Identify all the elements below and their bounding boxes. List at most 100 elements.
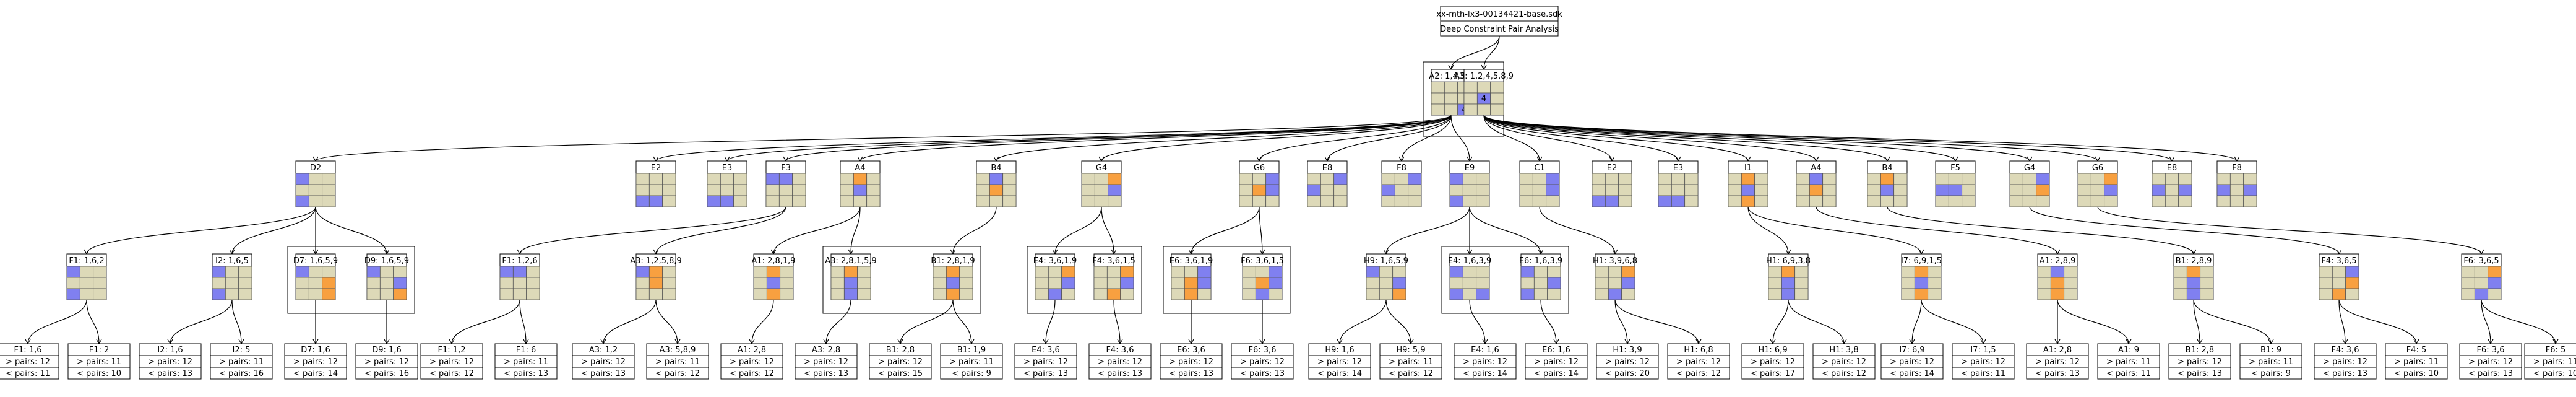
leaf-node: D7: 1,6> pairs: 12< pairs: 14	[284, 343, 347, 380]
grid-cell	[1893, 195, 1908, 207]
grid-cell	[1754, 184, 1768, 196]
grid-cell	[1269, 288, 1283, 300]
grid-cell	[93, 266, 107, 278]
tree-edge	[1101, 115, 1452, 162]
node-label: D9: 1,6,5,9	[364, 256, 409, 266]
grid-cell	[946, 277, 960, 289]
node-label: C1	[1534, 164, 1544, 173]
grid-cell	[2186, 266, 2201, 278]
grid-cell	[843, 277, 858, 289]
grid-cell	[2165, 173, 2179, 185]
leaf-pairs-less: < pairs: 13	[2323, 369, 2367, 378]
grid-cell	[765, 173, 780, 185]
leaf-label: B1: 9	[2260, 346, 2281, 355]
grid-cell	[959, 266, 973, 278]
leaf-pairs-greater: > pairs: 12	[1098, 357, 1142, 367]
leaf-pairs-less: < pairs: 13	[804, 369, 848, 378]
grid-cell	[1431, 92, 1445, 105]
grid-cell	[1532, 173, 1547, 185]
level2-node-a4b: A4	[1796, 160, 1837, 207]
grid-cell	[1532, 195, 1547, 207]
tree-edge	[519, 206, 786, 255]
leaf-pairs-less: < pairs: 12	[429, 369, 474, 378]
grid-cell	[225, 288, 239, 300]
grid-cell	[780, 288, 794, 300]
grid-cell	[212, 288, 226, 300]
tree-edge	[1483, 115, 1540, 162]
grid-cell	[2173, 266, 2187, 278]
grid-cell	[1108, 184, 1122, 196]
grid-cell	[295, 195, 309, 207]
grid-cell	[1741, 195, 1755, 207]
grid-cell	[366, 288, 381, 300]
level3-node-i7a: I7: 6,9,1,5	[1901, 253, 1942, 300]
leaf-pairs-greater: > pairs: 12	[2323, 357, 2367, 367]
tree-edge	[773, 206, 861, 255]
tree-edge	[2193, 299, 2200, 344]
leaf-node: I7: 1,5> pairs: 12< pairs: 11	[1952, 343, 2015, 380]
grid-cell	[792, 173, 806, 185]
grid-cell	[1048, 277, 1062, 289]
grid-cell	[866, 184, 881, 196]
level1-node-a3: A3: 1,2,4,5,8,94	[1454, 69, 1514, 116]
level2-node-f8: F8	[1381, 160, 1422, 207]
grid-cell	[2165, 195, 2179, 207]
grid-cell	[2165, 184, 2179, 196]
level2-node-e3b: E3	[1658, 160, 1699, 207]
grid-cell	[857, 277, 871, 289]
grid-cell	[1794, 277, 1809, 289]
grid-cell	[1520, 288, 1535, 300]
level3-node-f1b: F1: 1,2,6	[499, 253, 540, 300]
tree-edge	[655, 206, 786, 255]
grid-cell	[1265, 184, 1280, 196]
edge-arrowhead	[1745, 156, 1751, 162]
grid-cell	[295, 184, 309, 196]
root-title: xx-mth-lx3-00134421-base.sdk	[1436, 10, 1562, 19]
grid-cell	[238, 277, 252, 289]
grid-cell	[1476, 81, 1491, 94]
grid-cell	[2229, 173, 2244, 185]
grid-cell	[2488, 266, 2502, 278]
grid-cell	[766, 288, 781, 300]
grid-cell	[720, 184, 734, 196]
grid-cell	[662, 195, 676, 207]
leaf-node: A3: 1,2> pairs: 12< pairs: 13	[572, 343, 635, 380]
grid-cell	[1242, 277, 1256, 289]
grid-cell	[1621, 266, 1635, 278]
grid-cell	[1595, 277, 1609, 289]
leaf-label: E6: 1,6	[1542, 346, 1570, 355]
grid-cell	[1546, 195, 1560, 207]
leaf-pairs-less: < pairs: 20	[1605, 369, 1650, 378]
leaf-node: E6: 3,6> pairs: 12< pairs: 13	[1160, 343, 1223, 380]
leaf-pairs-greater: > pairs: 12	[1961, 357, 2005, 367]
tree-edge	[1483, 115, 2098, 162]
edge-arrowhead	[1813, 156, 1819, 162]
leaf-label: H1: 6,9	[1758, 346, 1787, 355]
grid-cell	[662, 288, 676, 300]
grid-cell	[2216, 173, 2231, 185]
grid-cell	[2216, 195, 2231, 207]
leaf-pairs-less: < pairs: 16	[364, 369, 409, 378]
leaf-pairs-less: < pairs: 12	[655, 369, 700, 378]
leaf-node: H9: 1,6> pairs: 12< pairs: 14	[1308, 343, 1371, 380]
leaf-pairs-greater: > pairs: 12	[1676, 357, 1721, 367]
grid-cell	[1252, 173, 1267, 185]
leaf-label: A1: 2,8	[738, 346, 766, 355]
grid-cell	[1462, 288, 1477, 300]
grid-cell	[976, 184, 990, 196]
grid-cell	[1444, 103, 1458, 116]
grid-cell	[1476, 173, 1490, 185]
grid-cell	[1381, 195, 1395, 207]
grid-cell	[1768, 266, 1782, 278]
leaf-row-box	[1812, 367, 1876, 380]
grid-cell	[1728, 195, 1742, 207]
grid-cell	[1035, 266, 1049, 278]
grid-cell	[2216, 184, 2231, 196]
edge-arrowhead	[653, 156, 659, 162]
level3-node-f1a: F1: 1,6,2	[66, 253, 107, 300]
leaf-row-box	[139, 367, 202, 380]
grid-cell	[2200, 266, 2214, 278]
grid-cell	[1035, 277, 1049, 289]
grid-cell	[2090, 184, 2105, 196]
grid-cell	[635, 173, 650, 185]
